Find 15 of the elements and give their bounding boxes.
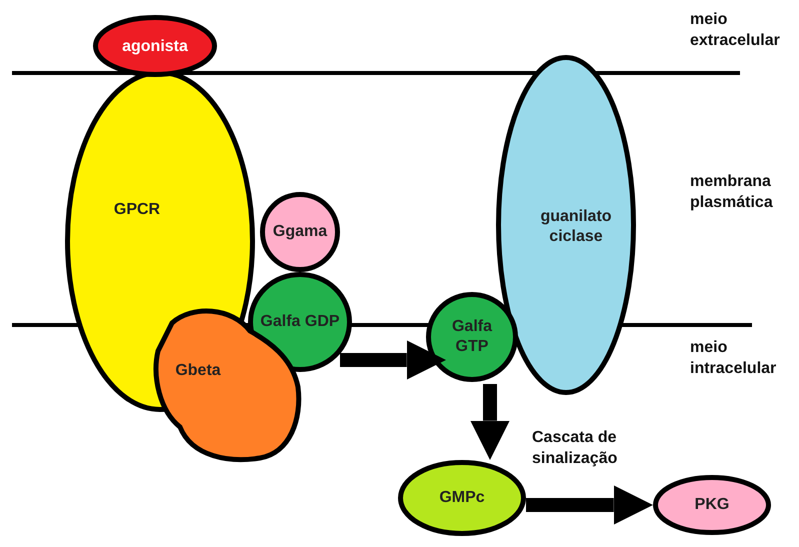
region-label: meio intracelular bbox=[690, 338, 778, 379]
region-label: membrana plasmática bbox=[690, 172, 774, 213]
arrow bbox=[470, 384, 510, 460]
region-label: meio extracelular bbox=[690, 10, 781, 51]
arrow bbox=[526, 485, 653, 525]
node-label: PKG bbox=[694, 495, 730, 515]
node-label: guanilato ciclase bbox=[539, 207, 613, 247]
node-label: Galfa GDP bbox=[259, 312, 341, 332]
node-label: GPCR bbox=[112, 200, 162, 220]
node-label: Galfa GTP bbox=[450, 317, 494, 357]
node-label: Ggama bbox=[272, 222, 328, 242]
node-label: GMPc bbox=[438, 488, 486, 508]
node-label: agonista bbox=[121, 37, 189, 57]
arrow bbox=[340, 340, 446, 380]
node-label: Gbeta bbox=[174, 361, 222, 381]
